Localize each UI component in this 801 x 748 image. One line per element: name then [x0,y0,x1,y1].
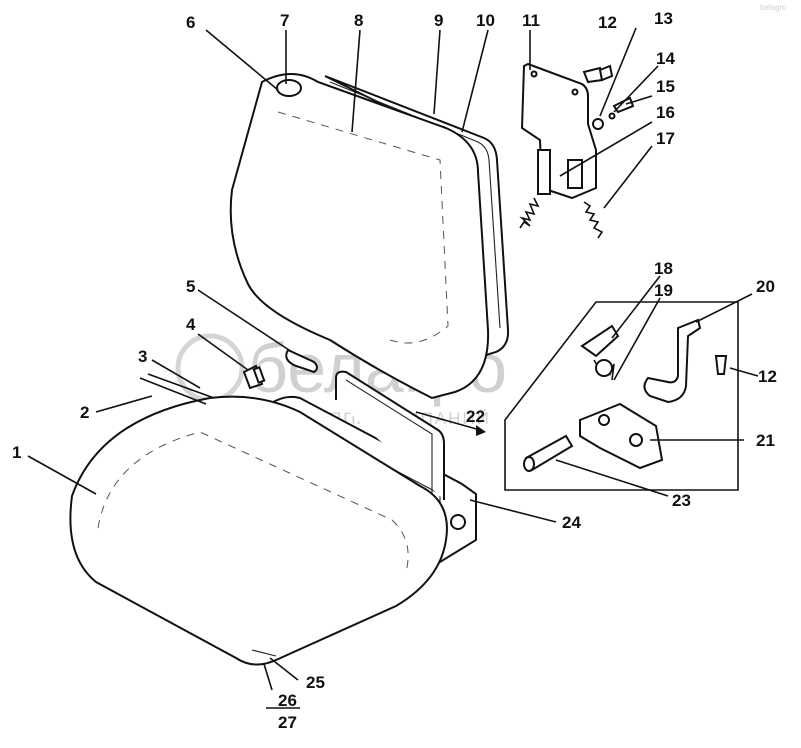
callout-4: 4 [186,315,196,334]
seat-cushion-seam [97,431,409,573]
wire-2 [139,377,207,405]
hinge-bracket [520,62,597,200]
wire-3 [147,373,215,399]
callout-2: 2 [80,403,89,422]
leader-lines [27,27,759,709]
callout-14: 14 [656,49,675,68]
spring-19-coil [595,359,613,377]
callout-27: 27 [278,713,297,732]
callout-24: 24 [562,513,581,532]
callout-5: 5 [186,277,195,296]
backrest-seam [277,111,449,344]
bolt-4 [242,364,266,390]
lever-20 [643,318,702,404]
detail-inset-frame [504,301,739,491]
callout-8: 8 [354,11,363,30]
callout-11: 11 [522,11,540,30]
callout-13: 13 [654,9,673,28]
callout-22: 22 [466,407,485,426]
callout-15: 15 [656,77,675,96]
callout-21: 21 [756,431,775,450]
watermark-corner: belagro [760,3,787,12]
callout-9: 9 [434,11,443,30]
callout-17: 17 [656,129,675,148]
callout-1: 1 [12,443,21,462]
callout-12-right: 12 [758,367,777,386]
callout-25: 25 [306,673,325,692]
callout-7: 7 [280,11,289,30]
seat-frame-hole [450,514,466,530]
watermark-logo [175,333,245,403]
backrest-rear-panel-edge [329,81,501,329]
callout-19: 19 [654,281,673,300]
callout-6: 6 [186,13,195,32]
callout-23: 23 [672,491,691,510]
arrow-22-line [415,411,481,431]
callout-18: 18 [654,259,673,278]
sleeve-23-end [523,456,535,472]
callout-16: 16 [656,103,675,122]
seat-cushion [69,395,448,666]
callout-3: 3 [138,347,147,366]
adjust-handle-inner [345,379,433,500]
callout-26: 26 [278,691,297,710]
bolt-12-right [714,355,728,375]
pin-5 [285,348,318,374]
callout-12: 12 [598,13,617,32]
bolt-12-top [582,64,614,84]
adjust-handle [335,370,445,500]
cam-21-hole-2 [629,433,643,447]
spring-left [519,197,540,229]
cam-21-hole [598,414,610,426]
spring-right [583,201,604,239]
washer-13 [592,118,604,130]
callout-20: 20 [756,277,775,296]
cam-21 [579,402,664,470]
washer-14 [608,112,616,120]
callout-labels: 1 2 3 4 5 6 7 8 9 10 11 12 13 14 15 16 1… [12,9,777,732]
callout-10: 10 [476,11,495,30]
arrow-22-head [476,425,486,436]
seat-cushion-clip [251,649,277,657]
latch-plate-18 [580,324,620,358]
backrest-hole [276,79,302,97]
